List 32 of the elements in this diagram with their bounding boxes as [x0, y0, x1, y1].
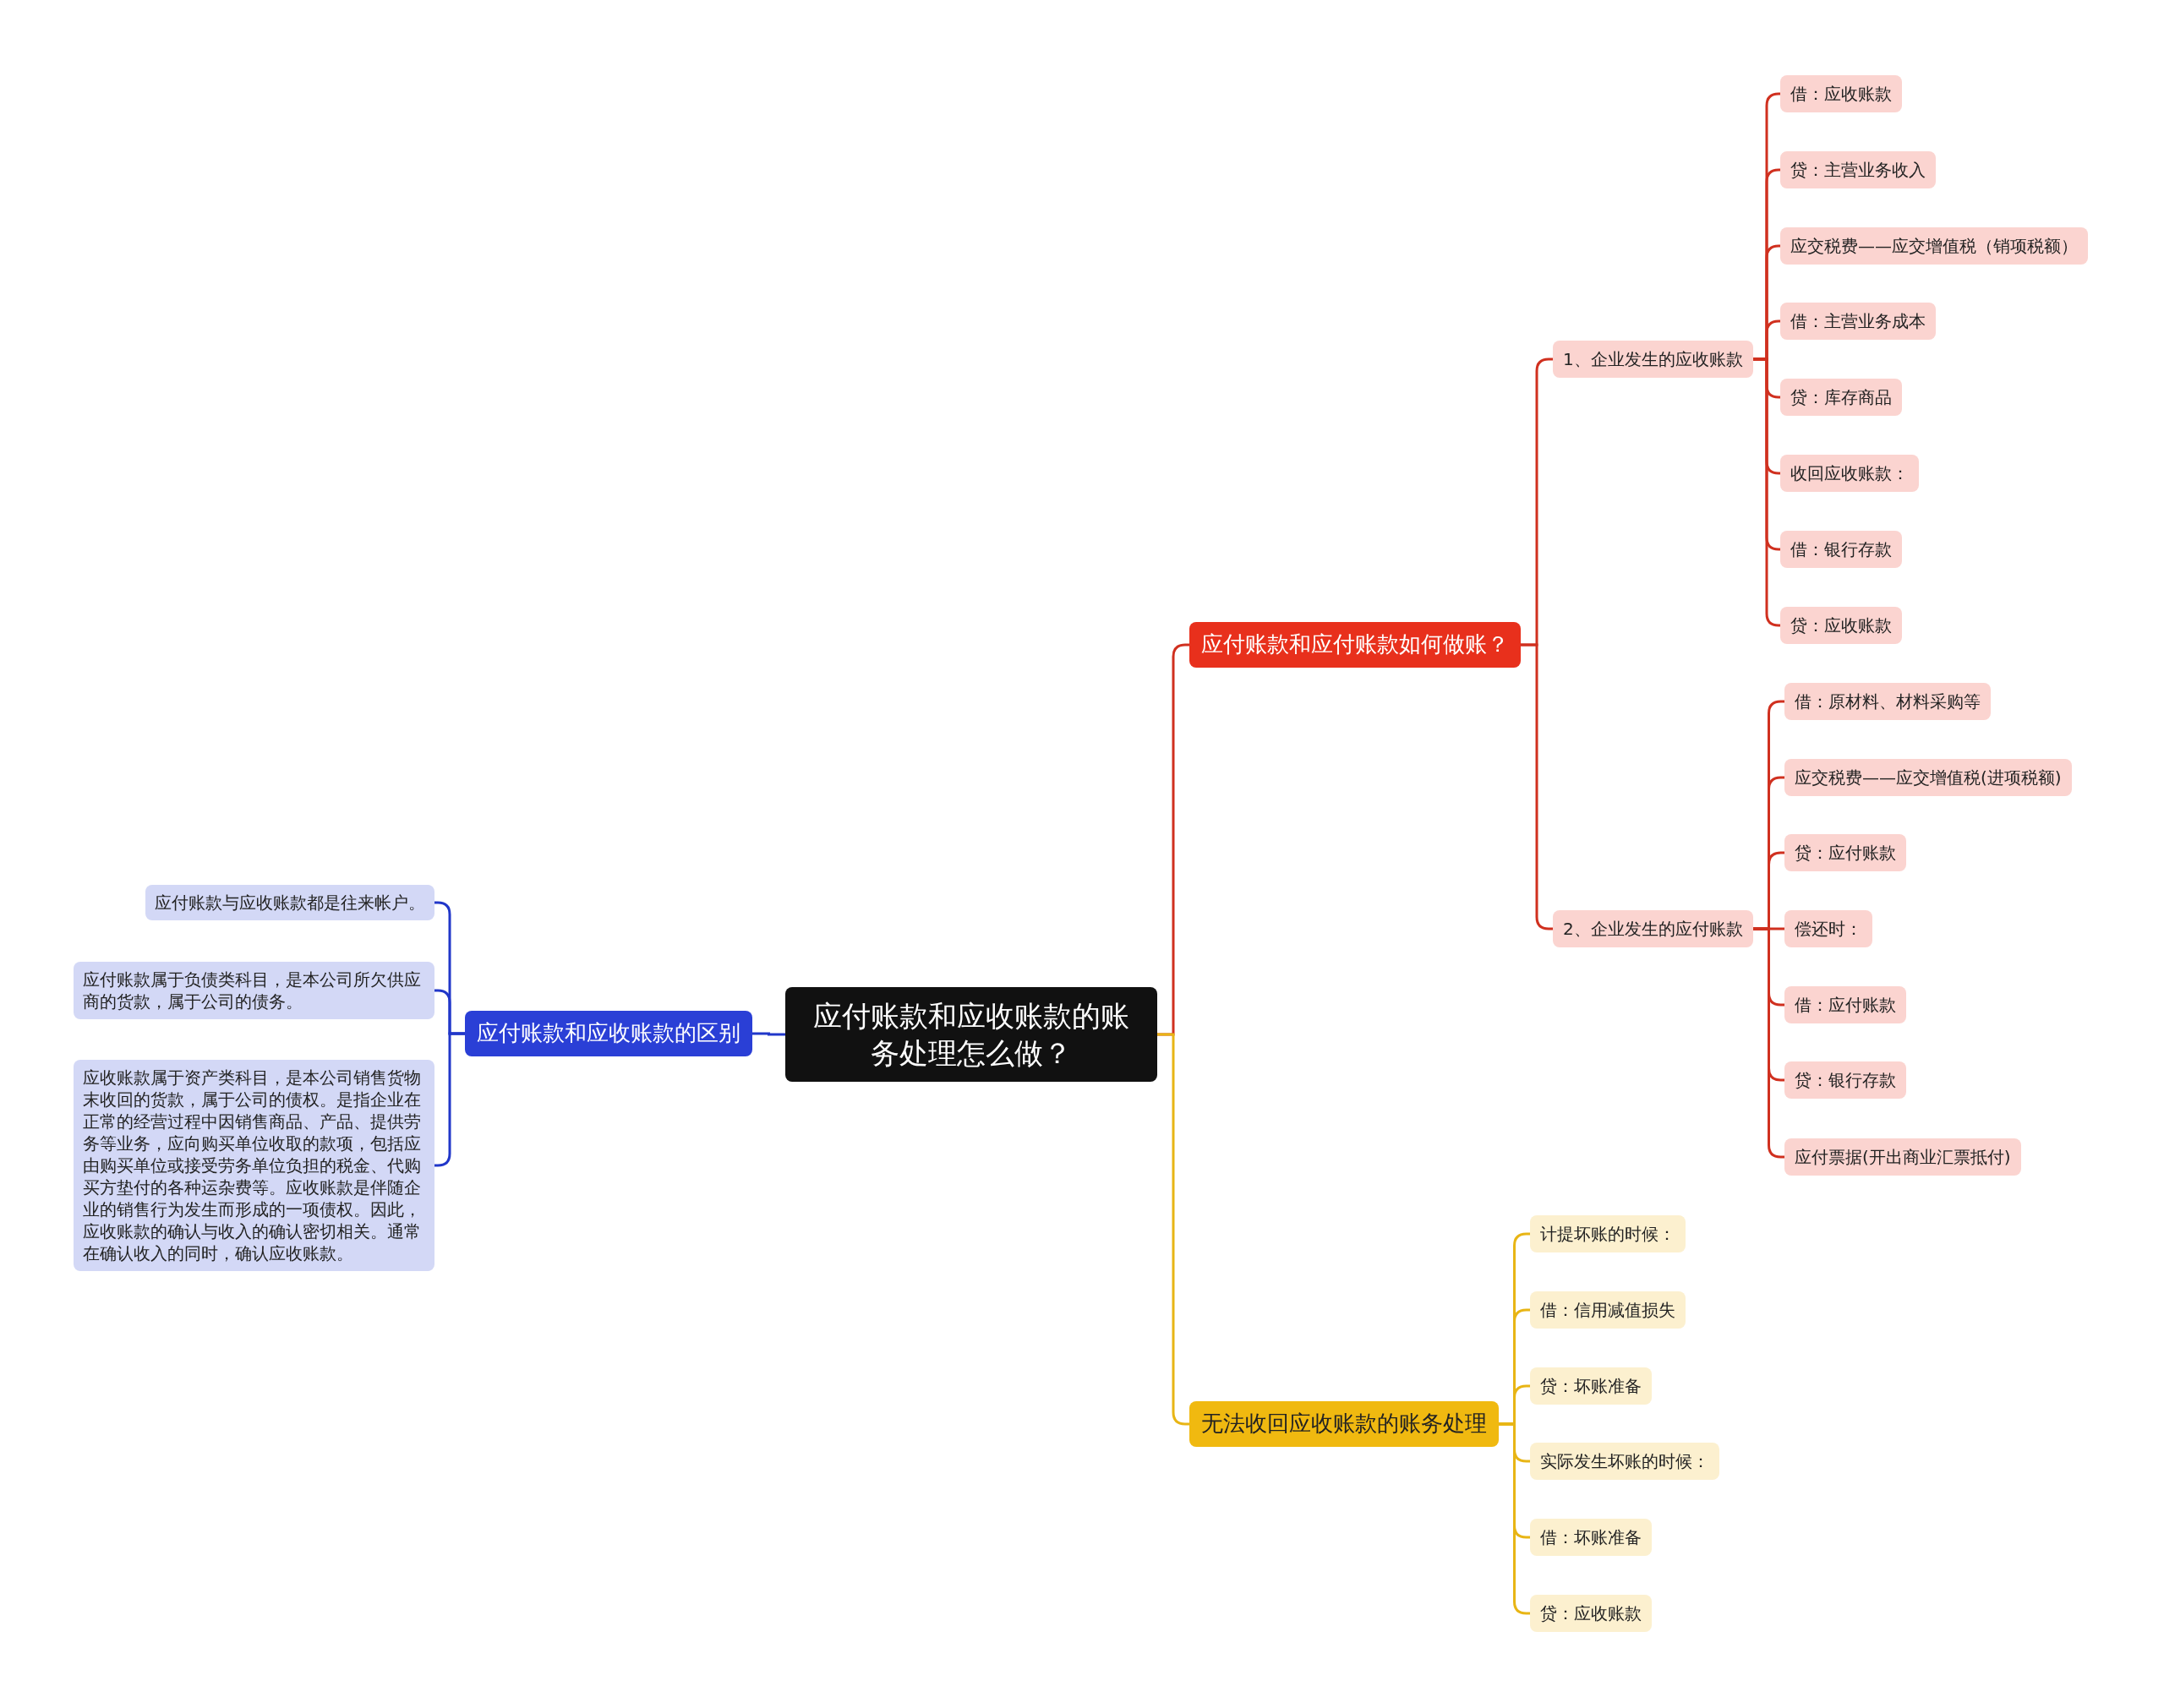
item-box: 贷：库存商品	[1780, 379, 1902, 416]
item-box: 借：主营业务成本	[1780, 303, 1936, 340]
item-box: 借：银行存款	[1780, 531, 1902, 568]
item-box: 贷：应收账款	[1530, 1595, 1652, 1632]
topic-box: 应付账款和应收账款的账务处理怎么做？	[785, 987, 1157, 1083]
branch-box: 应付账款和应收账款的区别	[465, 1011, 752, 1056]
item-box: 借：信用减值损失	[1530, 1291, 1686, 1329]
item-box: 贷：银行存款	[1784, 1061, 1906, 1099]
item-box: 应交税费——应交增值税(进项税额)	[1784, 759, 2072, 796]
branch-box: 无法收回应收账款的账务处理	[1189, 1401, 1499, 1447]
item-box: 实际发生坏账的时候：	[1530, 1443, 1719, 1480]
item-box: 1、企业发生的应收账款	[1553, 341, 1753, 378]
item-box: 借：应付账款	[1784, 986, 1906, 1023]
item-box: 贷：应付账款	[1784, 834, 1906, 871]
item-box: 计提坏账的时候：	[1530, 1215, 1686, 1252]
note-box: 应收账款属于资产类科目，是本公司销售货物末收回的货款，属于公司的债权。是指企业在正常的经营过程中因销售商品、产品、提供劳务等业务，应向购买单位收取的款项，包括应由购买单位或接受劳务单位负担的税金、代购买方垫付的各种运杂费等。应收账款是伴随企业的销售行为发生而形成的一项债权。因此，应收账款的确认与收入的确认密切相关。通常在确认收入的同时，确认应收账款。	[74, 1060, 434, 1271]
item-box: 借：应收账款	[1780, 75, 1902, 112]
item-box: 贷：应收账款	[1780, 607, 1902, 644]
item-box: 贷：主营业务收入	[1780, 151, 1936, 188]
item-box: 2、企业发生的应付账款	[1553, 910, 1753, 947]
item-box: 借：原材料、材料采购等	[1784, 683, 1991, 720]
item-box: 应交税费——应交增值税（销项税额）	[1780, 227, 2088, 265]
connector-line	[752, 1032, 785, 1036]
branch-box: 应付账款和应付账款如何做账？	[1189, 622, 1521, 668]
connector-line	[1157, 1033, 1189, 1426]
item-box: 收回应收账款：	[1780, 455, 1919, 492]
item-box: 偿还时：	[1784, 910, 1872, 947]
item-box: 应付票据(开出商业汇票抵付)	[1784, 1138, 2021, 1176]
note-box: 应付账款与应收账款都是往来帐户。	[145, 885, 434, 920]
item-box: 贷：坏账准备	[1530, 1367, 1652, 1405]
item-box: 借：坏账准备	[1530, 1519, 1652, 1556]
note-box: 应付账款属于负债类科目，是本公司所欠供应商的货款，属于公司的债务。	[74, 962, 434, 1019]
